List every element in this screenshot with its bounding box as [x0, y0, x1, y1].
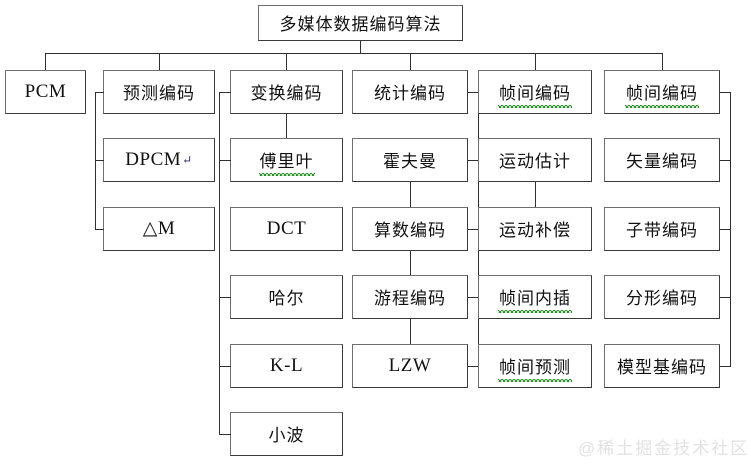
col5-stem-r2-r3: [535, 182, 536, 207]
node-subband-coding[interactable]: 子带编码: [604, 207, 720, 251]
node-fourier-label: 傅里叶: [258, 147, 315, 176]
bus-drop-col4: [410, 53, 411, 70]
node-haar[interactable]: 哈尔: [230, 275, 343, 319]
node-vector-coding[interactable]: 矢量编码: [604, 138, 720, 182]
bus-drop-col6: [662, 53, 663, 70]
node-huffman[interactable]: 霍夫曼: [352, 138, 468, 182]
node-frame-coding-label: 帧间编码: [498, 79, 572, 108]
col6-branch-r4: [720, 297, 731, 298]
node-arithmetic-coding-label: 算数编码: [374, 221, 446, 240]
col4-branch-r3: [468, 229, 479, 230]
col4-branch-r4: [468, 297, 479, 298]
col4-stem-r2-r3: [410, 182, 411, 207]
node-run-length-coding[interactable]: 游程编码: [352, 275, 468, 319]
node-statistical-coding-label: 统计编码: [374, 84, 446, 103]
node-model-based-coding[interactable]: 模型基编码: [604, 344, 720, 388]
col4-branch-r1: [468, 92, 479, 93]
root-stem: [360, 41, 361, 54]
col2-branch-r3: [95, 229, 104, 230]
node-transform-coding[interactable]: 变换编码: [230, 70, 343, 114]
col3-stem-r1-r2: [286, 114, 287, 138]
node-delta-m-label: △M: [142, 218, 176, 239]
node-fourier[interactable]: 傅里叶: [230, 138, 343, 182]
node-predictive-coding[interactable]: 预测编码: [103, 70, 215, 114]
col4-branch-r2: [468, 160, 479, 161]
node-kl[interactable]: K-L: [230, 344, 343, 388]
node-frame-prediction-label: 帧间预测: [498, 353, 572, 382]
node-motion-estimation-label: 运动估计: [499, 152, 571, 171]
node-motion-compensation[interactable]: 运动补偿: [478, 207, 592, 251]
node-motion-estimation[interactable]: 运动估计: [478, 138, 592, 182]
node-arithmetic-coding[interactable]: 算数编码: [352, 207, 468, 251]
node-frame-interpolation[interactable]: 帧间内插: [478, 275, 592, 319]
col6-branch-r3: [720, 229, 731, 230]
bus-drop-col3: [286, 53, 287, 70]
node-lzw[interactable]: LZW: [352, 344, 468, 388]
col4-branch-r5: [468, 366, 479, 367]
node-pcm-label: PCM: [24, 80, 67, 102]
node-run-length-coding-label: 游程编码: [374, 289, 446, 308]
node-pcm[interactable]: PCM: [5, 70, 86, 114]
node-vector-coding-label: 矢量编码: [626, 152, 698, 171]
node-subband-coding-label: 子带编码: [626, 221, 698, 240]
bus-drop-col1: [45, 53, 46, 70]
col3-branch-r6: [219, 434, 231, 435]
col2-branch-r1: [95, 92, 104, 93]
node-lzw-label: LZW: [388, 354, 432, 376]
node-statistical-coding[interactable]: 统计编码: [352, 70, 468, 114]
col3-branch-r5: [219, 366, 231, 367]
node-fractal-coding-label: 分形编码: [626, 289, 698, 308]
col6-branch-r1: [720, 92, 731, 93]
node-frame-coding[interactable]: 帧间编码: [478, 70, 592, 114]
pilcrow-mark: ↵: [182, 152, 193, 167]
node-frame-prediction[interactable]: 帧间预测: [478, 344, 592, 388]
node-motion-compensation-label: 运动补偿: [499, 221, 571, 240]
node-predictive-coding-label: 预测编码: [123, 84, 195, 103]
col4-stem-r4-r5: [410, 319, 411, 344]
watermark: @稀土掘金技术社区: [578, 439, 750, 458]
node-kl-label: K-L: [269, 354, 304, 376]
node-delta-m[interactable]: △M: [103, 207, 215, 251]
col3-branch-r2: [219, 160, 231, 161]
node-wavelet-label: 小波: [268, 426, 305, 445]
node-wavelet[interactable]: 小波: [230, 412, 343, 456]
bus-drop-col5: [535, 53, 536, 70]
col4-stem-r3-r4: [410, 251, 411, 275]
node-interframe-coding[interactable]: 帧间编码: [604, 70, 720, 114]
distribution-bus: [45, 53, 662, 54]
col3-branch-r1: [219, 92, 231, 93]
col2-branch-r2: [95, 160, 104, 161]
node-fractal-coding[interactable]: 分形编码: [604, 275, 720, 319]
root-node[interactable]: 多媒体数据编码算法: [258, 5, 463, 41]
node-dpcm[interactable]: DPCM↵: [103, 138, 215, 182]
node-dpcm-label: DPCM: [125, 148, 182, 170]
node-interframe-coding-label: 帧间编码: [625, 79, 699, 108]
root-node-label: 多媒体数据编码算法: [279, 15, 442, 34]
node-huffman-label: 霍夫曼: [383, 152, 437, 171]
node-dct[interactable]: DCT: [230, 207, 343, 251]
node-frame-interpolation-label: 帧间内插: [498, 284, 572, 313]
bus-drop-col2: [159, 53, 160, 70]
col3-spine: [219, 92, 220, 434]
node-dct-label: DCT: [266, 217, 307, 239]
node-model-based-coding-label: 模型基编码: [617, 358, 707, 377]
node-transform-coding-label: 变换编码: [250, 84, 323, 103]
node-haar-label: 哈尔: [268, 289, 305, 308]
col6-branch-r2: [720, 160, 731, 161]
col3-branch-r4: [219, 297, 231, 298]
col6-branch-r5: [720, 366, 731, 367]
